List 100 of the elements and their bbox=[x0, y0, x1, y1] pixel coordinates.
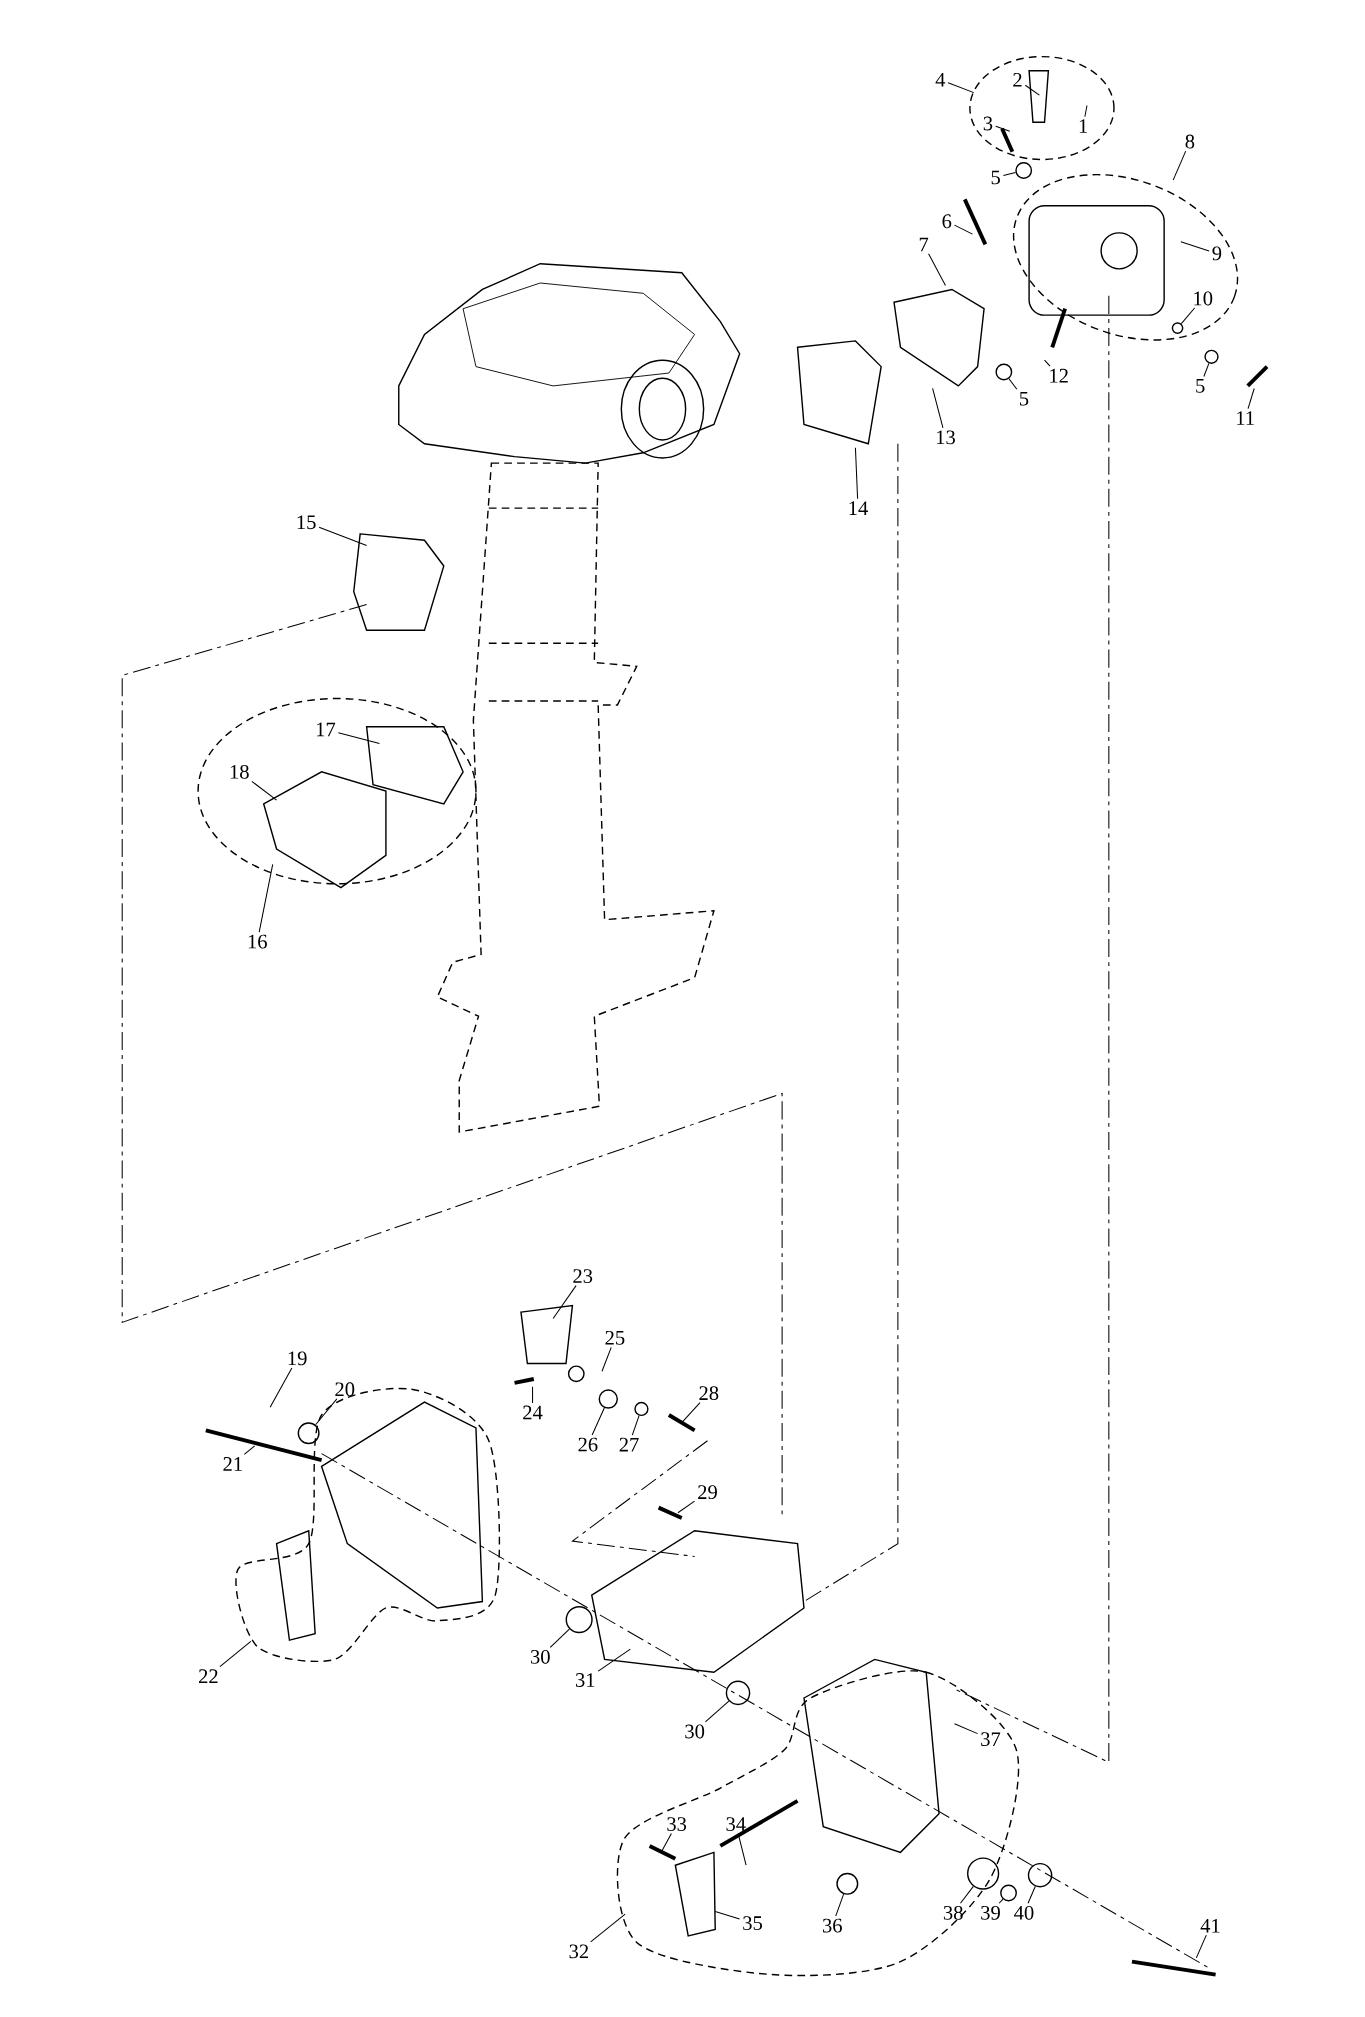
callout-number: 21 bbox=[223, 1457, 242, 1471]
callout-number: 5 bbox=[991, 170, 1001, 185]
leader-line bbox=[315, 1398, 338, 1426]
leader-line bbox=[631, 1415, 640, 1436]
callout-number: 29 bbox=[698, 1485, 718, 1500]
callout-number: 16 bbox=[248, 934, 268, 949]
callout-number: 34 bbox=[726, 1817, 746, 1831]
leader-line bbox=[995, 125, 1011, 132]
leader-line bbox=[1195, 1934, 1207, 1959]
washer bbox=[634, 1401, 649, 1417]
leader-line bbox=[591, 1407, 605, 1436]
leader-line bbox=[552, 1285, 577, 1320]
leader-line bbox=[1180, 241, 1210, 252]
leader-line bbox=[532, 1386, 534, 1404]
leader-line bbox=[549, 1628, 570, 1648]
callout-number: 36 bbox=[823, 1918, 843, 1933]
callout-number: 20 bbox=[335, 1382, 355, 1397]
callout-number: 5 bbox=[1196, 379, 1205, 393]
leader-line bbox=[1172, 150, 1187, 181]
washer bbox=[598, 1389, 619, 1409]
leader-line bbox=[251, 780, 278, 801]
callout-number: 7 bbox=[919, 237, 929, 252]
callout-number: 5 bbox=[1020, 391, 1029, 406]
callout-number: 18 bbox=[230, 764, 249, 779]
leader-line bbox=[677, 1500, 696, 1514]
callout-number: 17 bbox=[317, 722, 336, 737]
washer bbox=[565, 1606, 593, 1634]
callout-number: 4 bbox=[935, 73, 946, 87]
callout-number: 13 bbox=[937, 430, 956, 445]
leader-line bbox=[660, 1833, 673, 1853]
callout-number: 30 bbox=[685, 1724, 705, 1739]
leader-line bbox=[601, 1346, 612, 1372]
leader-line bbox=[318, 526, 368, 546]
leader-line bbox=[954, 224, 974, 235]
callout-number: 22 bbox=[199, 1669, 218, 1683]
leader-line bbox=[947, 82, 975, 94]
leader-line bbox=[597, 1648, 631, 1672]
leader-line bbox=[1027, 1885, 1036, 1904]
callout-number: 14 bbox=[849, 501, 869, 515]
leader-line bbox=[835, 1893, 845, 1917]
leader-line bbox=[932, 387, 944, 429]
leader-line bbox=[1008, 378, 1018, 390]
leader-line bbox=[1044, 359, 1051, 367]
washer bbox=[1027, 1862, 1053, 1888]
washer bbox=[297, 1422, 320, 1445]
leader-line bbox=[928, 253, 947, 287]
washer bbox=[967, 1857, 1000, 1890]
leader-line bbox=[1203, 362, 1210, 377]
leader-line bbox=[337, 732, 381, 745]
callout-number: 10 bbox=[1194, 291, 1213, 306]
callout-number: 41 bbox=[1200, 1918, 1220, 1933]
callout-number: 23 bbox=[573, 1269, 593, 1283]
leader-line bbox=[1084, 104, 1088, 118]
callout-number: 31 bbox=[576, 1673, 595, 1687]
callout-number: 8 bbox=[1185, 134, 1195, 149]
callout-number: 35 bbox=[743, 1916, 763, 1931]
callout-number: 9 bbox=[1212, 246, 1222, 261]
callout-number: 6 bbox=[942, 214, 952, 229]
leader-line bbox=[243, 1445, 256, 1455]
callout-number: 11 bbox=[1237, 411, 1254, 425]
callout-number: 2 bbox=[1013, 72, 1022, 87]
callout-number: 33 bbox=[667, 1817, 687, 1831]
washer bbox=[725, 1680, 751, 1706]
callout-number: 30 bbox=[531, 1649, 550, 1664]
leader-line bbox=[1180, 307, 1196, 325]
callout-number: 28 bbox=[699, 1386, 719, 1401]
callout-number: 37 bbox=[981, 1732, 1001, 1747]
callout-number: 3 bbox=[983, 116, 993, 131]
washer bbox=[1000, 1884, 1018, 1902]
washer bbox=[1171, 322, 1184, 334]
callout-number: 27 bbox=[619, 1437, 639, 1452]
leader-line bbox=[219, 1640, 252, 1668]
leader-line bbox=[960, 1885, 974, 1904]
leader-line bbox=[1247, 387, 1255, 410]
leader-line bbox=[1003, 172, 1017, 177]
leader-line bbox=[855, 447, 859, 500]
callout-number: 1 bbox=[1079, 119, 1088, 133]
callout-number: 26 bbox=[578, 1437, 598, 1452]
callout-number: 19 bbox=[288, 1351, 307, 1366]
callout-number: 25 bbox=[605, 1330, 625, 1345]
leader-line bbox=[590, 1913, 626, 1943]
callout-number: 15 bbox=[297, 515, 316, 530]
callout-number: 32 bbox=[569, 1944, 589, 1959]
leader-line bbox=[1024, 84, 1040, 96]
leader-line bbox=[954, 1723, 979, 1735]
washer bbox=[1204, 349, 1219, 364]
callout-number: 40 bbox=[1014, 1905, 1034, 1920]
washer bbox=[1015, 162, 1033, 179]
washer bbox=[995, 363, 1013, 381]
leader-line bbox=[737, 1833, 747, 1866]
leader-line bbox=[714, 1911, 741, 1920]
washer bbox=[836, 1872, 859, 1895]
leader-line bbox=[998, 1898, 1004, 1904]
callout-number: 24 bbox=[523, 1405, 543, 1420]
leader-line bbox=[269, 1367, 293, 1408]
callout-number: 38 bbox=[944, 1905, 963, 1920]
callout-number: 39 bbox=[981, 1905, 1001, 1920]
leader-line bbox=[258, 863, 274, 933]
leader-line bbox=[705, 1700, 730, 1723]
leader-line bbox=[681, 1402, 701, 1424]
